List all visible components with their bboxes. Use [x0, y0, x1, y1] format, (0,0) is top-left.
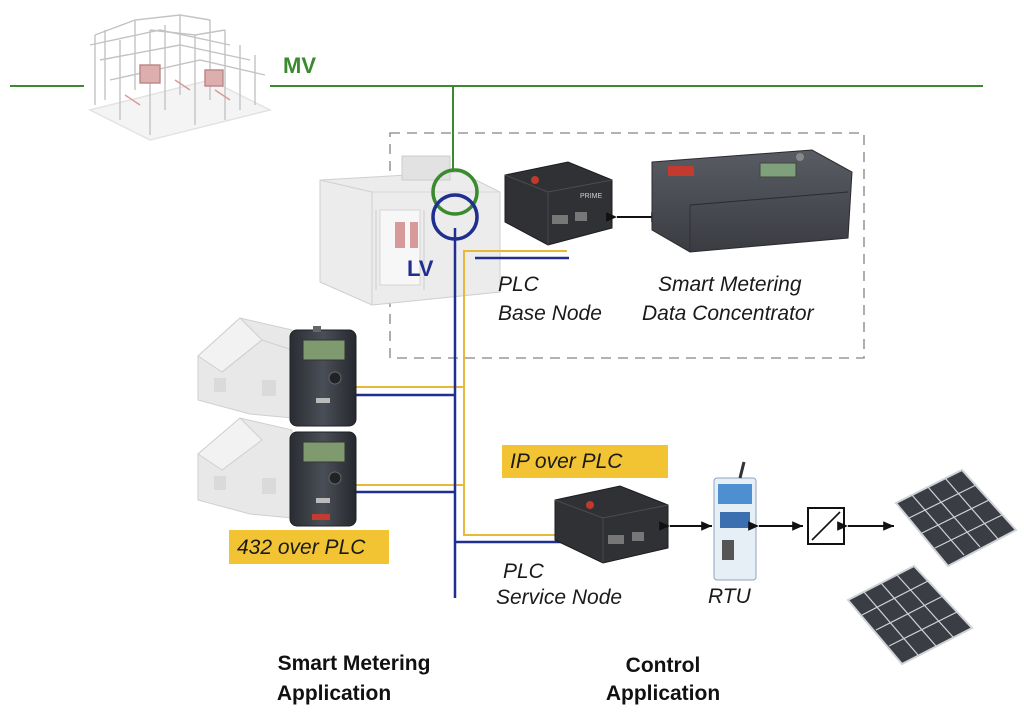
tag-432-over-plc-label: 432 over PLC — [237, 536, 366, 559]
control-app-label-line2: Application — [606, 682, 720, 705]
service-node-label-line2: Service Node — [496, 586, 622, 609]
rtu-label: RTU — [708, 585, 752, 608]
prime-label: PRIME — [580, 193, 603, 200]
data-concentrator-icon — [651, 149, 853, 253]
smart-meter-icon — [289, 431, 357, 527]
base-node-label-line1: PLC — [498, 273, 540, 296]
smart-meter-icon — [289, 326, 357, 427]
lv-network — [355, 228, 570, 598]
solar-panel-icon — [846, 564, 974, 666]
mv-coil-icon — [431, 168, 479, 216]
tag-432-over-plc — [229, 530, 389, 564]
lv-coil-icon — [431, 193, 479, 241]
secondary-substation-box — [389, 132, 865, 359]
base-node-label-line2: Base Node — [498, 302, 602, 325]
plc-coupling-lines — [355, 250, 582, 536]
rtu-icon — [713, 461, 757, 581]
concentrator-label-line1: Smart Metering — [658, 273, 802, 296]
plc-service-node-icon — [554, 485, 669, 564]
tag-ip-over-plc — [502, 445, 668, 478]
substation-icon — [87, 14, 273, 141]
service-node-label-line1: PLC — [503, 560, 545, 583]
control-app-label-line1: Control — [626, 654, 701, 677]
concentrator-label-line2: Data Concentrator — [642, 302, 815, 325]
house-icon — [197, 417, 293, 519]
lv-label: LV — [407, 256, 434, 281]
smart-metering-app-label-line2: Application — [277, 682, 391, 705]
house-icon — [197, 317, 293, 419]
smart-metering-app-label-line1: Smart Metering — [278, 652, 431, 675]
plc-base-node-icon: PRIME — [504, 161, 613, 246]
solar-panel-icon — [894, 468, 1018, 568]
tag-ip-over-plc-label: IP over PLC — [510, 450, 623, 473]
inverter-icon — [807, 507, 845, 545]
mv-label: MV — [283, 53, 316, 78]
